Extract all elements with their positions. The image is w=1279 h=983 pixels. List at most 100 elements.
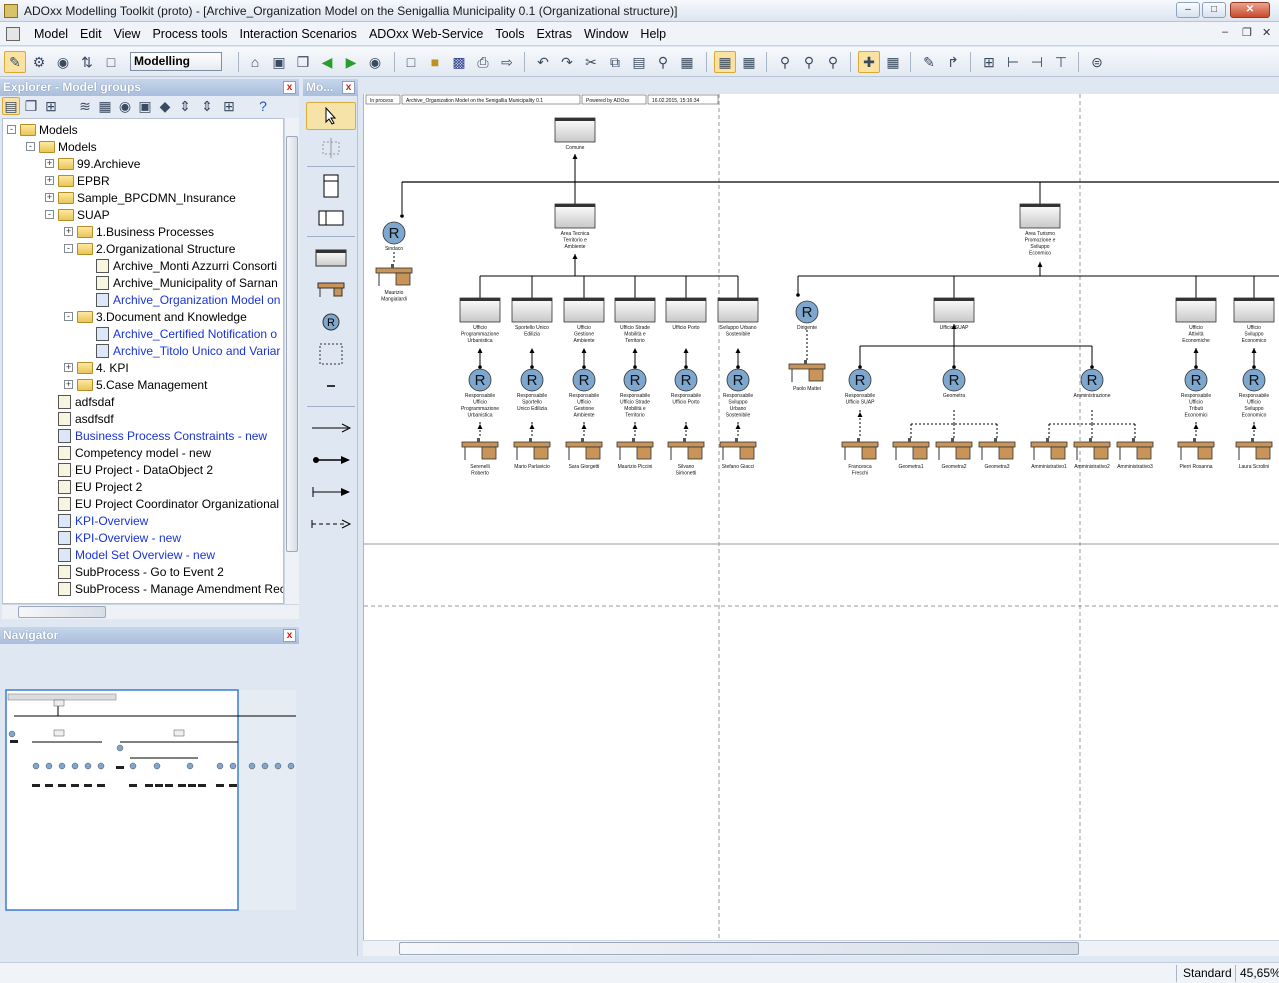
redo-icon[interactable]: ↷ (561, 53, 573, 70)
menu-extras[interactable]: Extras (536, 26, 572, 41)
tree-item[interactable]: +1.Business Processes (64, 223, 214, 240)
tree-item[interactable]: -Models (26, 138, 97, 155)
model-groups-icon[interactable]: ▤ (2, 97, 20, 115)
menu-interaction-scenarios[interactable]: Interaction Scenarios (239, 26, 357, 41)
collapse-icon[interactable]: - (26, 142, 35, 151)
modelling-mode-icon[interactable]: ✎ (4, 51, 26, 73)
tree-item[interactable]: -3.Document and Knowledge (64, 308, 247, 325)
explorer-close-button[interactable]: x (283, 81, 296, 94)
grid-snap-icon[interactable]: ✚ (858, 51, 880, 73)
find-icon[interactable]: ⚲ (657, 53, 669, 70)
back-icon[interactable]: ◀ (321, 53, 333, 70)
connector-icon[interactable]: ↱ (947, 53, 959, 70)
simulation-icon[interactable]: ◉ (56, 53, 70, 70)
menu-window[interactable]: Window (583, 26, 629, 41)
belongs-to-tool-icon[interactable] (306, 446, 356, 474)
help-icon[interactable]: ? (259, 98, 267, 114)
tree-item[interactable]: EU Project Coordinator Organizational (45, 495, 279, 512)
export-icon[interactable]: ⇨ (501, 53, 513, 70)
menu-adoxx-web-service[interactable]: ADOxx Web-Service (368, 26, 484, 41)
distribute-v-icon[interactable]: ⊤ (1054, 53, 1068, 70)
mode-selector[interactable]: Modelling (130, 52, 222, 71)
pointer-tool-icon[interactable] (306, 102, 356, 130)
view-mode-graphic-icon[interactable]: ▦ (714, 51, 736, 73)
explorer-vscrollbar[interactable] (284, 118, 299, 604)
distribute-h-icon[interactable]: ⊣ (1030, 53, 1044, 70)
expand-icon[interactable]: + (45, 192, 54, 202)
expand-icon[interactable]: + (64, 362, 73, 372)
navigator-close-button[interactable]: x (283, 629, 296, 642)
flow-icon[interactable]: ▦ (98, 97, 112, 114)
distribute-icon[interactable]: ⊢ (1006, 53, 1020, 70)
performer-tool-icon[interactable] (306, 276, 356, 304)
tree-item[interactable]: EU Project - DataObject 2 (45, 461, 213, 478)
tree-item[interactable]: Model Set Overview - new (45, 546, 215, 563)
role-tool-icon[interactable]: R (306, 308, 356, 336)
cut-icon[interactable]: ✂ (585, 53, 597, 70)
collapse-icon[interactable]: - (7, 125, 16, 134)
analysis-icon[interactable]: ⚙ (32, 53, 46, 70)
mdi-restore-icon[interactable]: ❐ (1242, 27, 1252, 39)
tree-item[interactable]: KPI-Overview - new (45, 529, 181, 546)
home-icon[interactable]: ⌂ (250, 54, 260, 70)
tree-item[interactable]: Archive_Monti Azzurri Consorti (83, 257, 277, 274)
tree-item[interactable]: +5.Case Management (64, 376, 207, 393)
menu-view[interactable]: View (113, 26, 141, 41)
collapse-icon[interactable]: - (64, 244, 73, 253)
expand-icon[interactable]: + (64, 379, 73, 389)
minimize-button[interactable]: – (1176, 2, 1200, 18)
collapse-icon[interactable]: ⇕ (201, 97, 213, 114)
card-icon[interactable]: ▣ (138, 97, 152, 114)
tree-item[interactable]: Archive_Organization Model on (83, 291, 280, 308)
tree-item[interactable]: asdfsdf (45, 410, 114, 427)
menu-help[interactable]: Help (640, 26, 667, 41)
tree-item[interactable]: +Sample_BPCDMN_Insurance (45, 189, 236, 206)
sort-icon[interactable]: ⊞ (223, 97, 235, 114)
expand-icon[interactable]: + (45, 158, 54, 168)
windows-icon[interactable]: ❐ (24, 97, 38, 114)
vertical-lane-icon[interactable] (306, 172, 356, 200)
tree-item[interactable]: Archive_Titolo Unico and Variar (83, 342, 280, 359)
tree-item[interactable]: -2.Organizational Structure (64, 240, 235, 257)
swimlane-tool-icon[interactable] (306, 134, 356, 162)
scroll-thumb[interactable] (399, 942, 1079, 955)
open-icon[interactable]: ■ (430, 54, 440, 70)
align-icon[interactable]: ⊞ (983, 53, 995, 70)
copy-icon[interactable]: ⧉ (610, 53, 620, 70)
close-button[interactable]: ✕ (1230, 2, 1270, 18)
chart-icon[interactable]: ≋ (79, 97, 91, 114)
horizontal-lane-icon[interactable] (306, 204, 356, 232)
is-manager-tool-icon[interactable] (306, 478, 356, 506)
tree-item[interactable]: EU Project 2 (45, 478, 142, 495)
tree-item[interactable]: Business Process Constraints - new (45, 427, 267, 444)
save-icon[interactable]: ▩ (452, 53, 466, 70)
undo-icon[interactable]: ↶ (537, 53, 549, 70)
mdi-minimize-icon[interactable]: – (1222, 26, 1229, 38)
info-icon[interactable]: ◉ (118, 97, 132, 114)
maximize-button[interactable]: □ (1202, 2, 1226, 18)
tree-item[interactable]: adfsdaf (45, 393, 114, 410)
tree-item[interactable]: SubProcess - Manage Amendment Rec (45, 580, 283, 597)
has-relation-tool-icon[interactable] (306, 414, 356, 442)
note-tool-icon[interactable] (306, 372, 356, 400)
collapse-icon[interactable]: - (45, 210, 54, 219)
tree-item[interactable]: Archive_Municipality of Sarnan (83, 274, 278, 291)
canvas-hscrollbar[interactable] (363, 940, 1279, 956)
tree-item[interactable]: -Models (7, 121, 78, 138)
view-mode-table-icon[interactable]: ▦ (742, 53, 756, 70)
menu-tools[interactable]: Tools (495, 26, 525, 41)
scroll-thumb[interactable] (286, 136, 298, 552)
zoom-fit-icon[interactable]: ⚲ (827, 53, 839, 70)
tree-item[interactable]: +4. KPI (64, 359, 129, 376)
navigator-thumbnail[interactable] (2, 644, 299, 912)
tree-item[interactable]: SubProcess - Go to Event 2 (45, 563, 224, 580)
grid-icon[interactable]: ▦ (886, 53, 900, 70)
modelling-bar-close-button[interactable]: x (342, 81, 355, 94)
menu-edit[interactable]: Edit (80, 26, 102, 41)
paste-icon[interactable]: ▤ (632, 53, 646, 70)
collapse-icon[interactable]: - (64, 312, 73, 321)
explorer-hscrollbar[interactable] (2, 604, 299, 619)
expand-icon[interactable]: ⇕ (179, 97, 191, 114)
org-unit-tool-icon[interactable] (306, 244, 356, 272)
diamond-icon[interactable]: ◆ (159, 97, 171, 114)
